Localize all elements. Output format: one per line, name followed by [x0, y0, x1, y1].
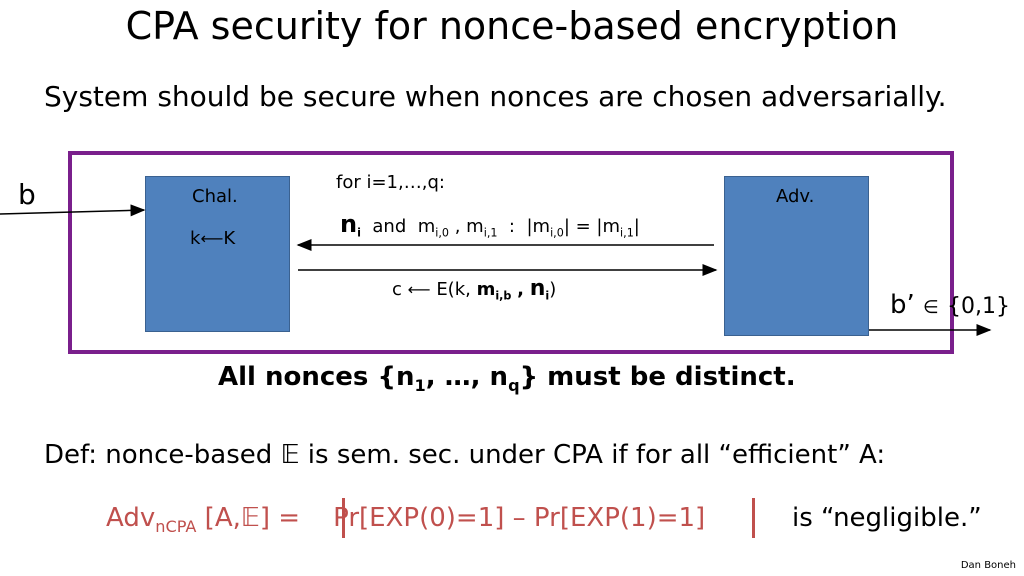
- slide-title: CPA security for nonce-based encryption: [125, 4, 899, 48]
- abs-bar-left: [342, 498, 345, 538]
- advantage-expression: AdvnCPA [A,𝔼] = Pr[EXP(0)=1] – Pr[EXP(1)…: [106, 503, 706, 537]
- challenger-label: Chal.: [192, 186, 238, 207]
- distinct-nonces-statement: All nonces {n1, …, nq} must be distinct.: [218, 362, 796, 396]
- loop-text: for i=1,…,q:: [336, 172, 445, 193]
- challenger-key: k⟵K: [190, 228, 236, 249]
- challenger-box: [145, 176, 290, 332]
- response-text: c ⟵ E(k, mi,b , ni): [392, 276, 557, 303]
- input-bit-arrow: [0, 204, 146, 217]
- output-bit-label: b’ ∈ {0,1}: [890, 290, 1010, 320]
- author-credit: Dan Boneh: [960, 560, 1016, 571]
- definition-text: Def: nonce-based 𝔼 is sem. sec. under CP…: [44, 440, 886, 470]
- input-bit-label: b: [18, 178, 36, 211]
- slide-subtitle: System should be secure when nonces are …: [44, 80, 947, 113]
- query-text: ni and mi,0 , mi,1 : |mi,0| = |mi,1|: [340, 210, 640, 240]
- abs-bar-right: [752, 498, 755, 538]
- experiment-frame: [68, 151, 954, 354]
- negligible-text: is “negligible.”: [792, 503, 982, 533]
- adversary-box: [724, 176, 869, 336]
- adversary-label: Adv.: [776, 186, 815, 207]
